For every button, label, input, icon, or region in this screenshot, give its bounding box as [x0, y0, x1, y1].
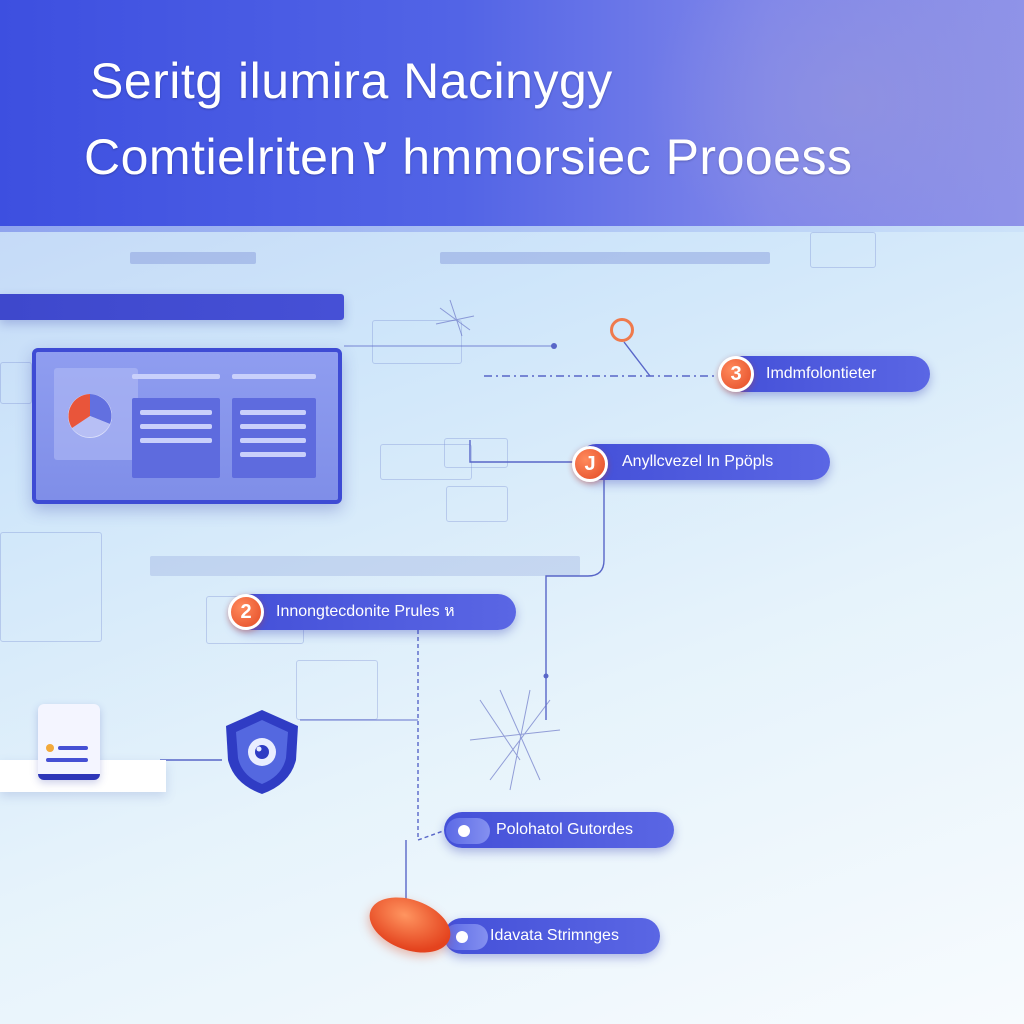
- monitor-line: [240, 410, 306, 415]
- step-dot-icon: [446, 818, 490, 844]
- dashboard-monitor: [32, 348, 342, 504]
- shield-icon: [226, 710, 298, 794]
- title-line-2: Comtielriten ٢ hmmorsiec Prooess: [84, 129, 853, 185]
- ghost-toolbar-left: [130, 252, 256, 264]
- ghost-panel-top: [810, 232, 876, 268]
- step-label: Idavata Strimnges: [490, 927, 619, 944]
- step-badge: 3: [718, 356, 754, 392]
- step-label: Anyllcvezel In Ppöpls: [622, 453, 774, 470]
- document-line: [58, 746, 88, 750]
- document-dot: [46, 744, 54, 752]
- step-badge: 2: [228, 594, 264, 630]
- monitor-line: [132, 374, 220, 379]
- ghost-box-a: [372, 320, 462, 364]
- monitor-sidebar: [54, 368, 138, 460]
- header-divider: [0, 226, 1024, 232]
- ghost-box-c: [444, 438, 508, 468]
- monitor-line: [140, 424, 212, 429]
- step-pill-3: Innongtecdonite Prules ห: [232, 594, 516, 630]
- monitor-line: [140, 410, 212, 415]
- ghost-box-e: [0, 532, 102, 642]
- document-base: [38, 774, 100, 780]
- ghost-box-d: [446, 486, 508, 522]
- window-title-bar: [0, 294, 344, 320]
- step-dot-icon: [444, 924, 488, 950]
- monitor-line: [240, 452, 306, 457]
- ghost-box-h: [0, 362, 32, 404]
- step-label: Imdmfolontieter: [766, 365, 877, 382]
- title-line-1: Seritg ilumira Nacinygy: [90, 53, 613, 109]
- step-pill-2: Anyllcvezel In Ppöpls: [578, 444, 830, 480]
- monitor-line: [240, 438, 306, 443]
- monitor-line: [140, 438, 212, 443]
- step-pill-1: Imdmfolontieter: [724, 356, 930, 392]
- ghost-toolbar-right: [440, 252, 770, 264]
- pie-chart-icon: [68, 394, 112, 438]
- ghost-strip: [150, 556, 580, 576]
- monitor-line: [240, 424, 306, 429]
- header-glow: [644, 0, 1024, 226]
- monitor-line: [232, 374, 316, 379]
- header-banner: Seritg ilumira Nacinygy Comtielriten ٢ h…: [0, 0, 1024, 226]
- step-badge: J: [572, 446, 608, 482]
- document-line: [46, 758, 88, 762]
- orange-ring-icon: [610, 318, 634, 342]
- document-icon: [38, 704, 100, 780]
- step-label: Innongtecdonite Prules ห: [276, 603, 455, 620]
- step-label: Polohatol Gutordes: [496, 821, 633, 838]
